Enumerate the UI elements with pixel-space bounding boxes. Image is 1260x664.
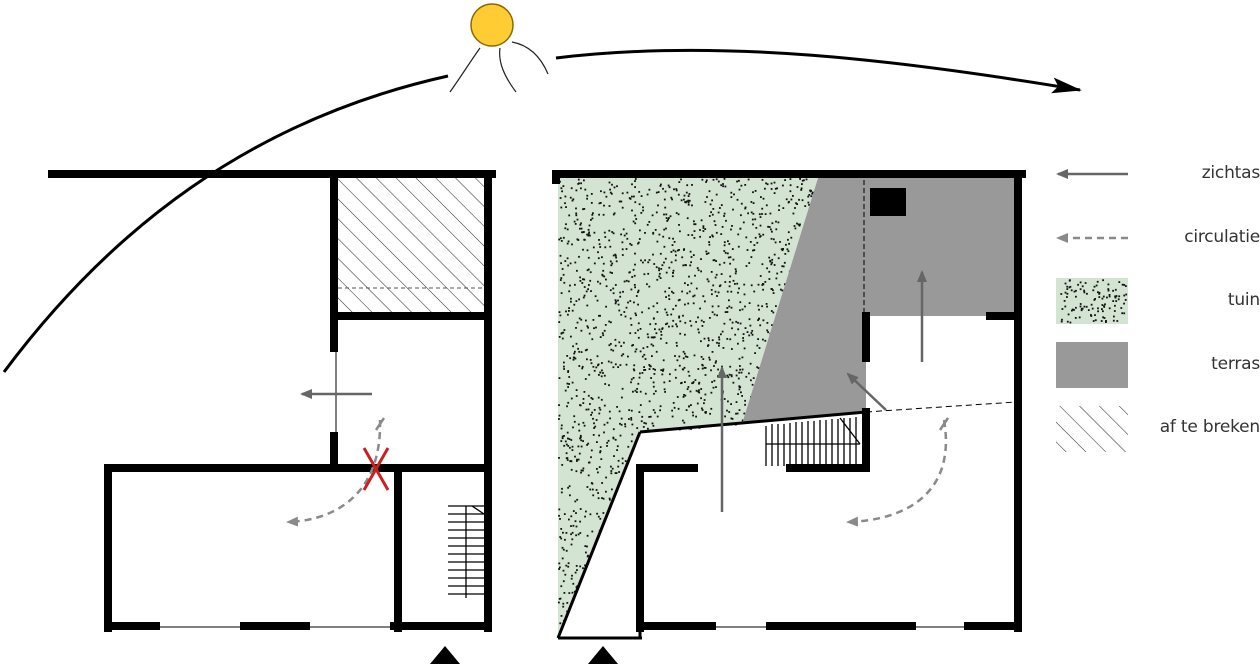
entrance-marker-icon (430, 646, 460, 664)
view-axis-arrow (846, 372, 887, 411)
garden-dots (558, 178, 814, 625)
sun-icon (449, 3, 549, 93)
dotted-swatch-icon (1056, 278, 1128, 324)
sun-path (2, 48, 1082, 373)
hatched-swatch-icon (1056, 406, 1128, 452)
existing-floor-plan (48, 170, 496, 664)
legend-label-tuin: tuin (1227, 290, 1260, 310)
legend (1056, 169, 1128, 452)
chimney-block (870, 188, 906, 216)
legend-label-terras: terras (1211, 354, 1260, 374)
entrance-marker-icon (588, 646, 618, 664)
demolish-area (338, 178, 488, 316)
demolish-x-icon (362, 447, 390, 491)
legend-label-af-te-breken: af te breken (1159, 417, 1260, 437)
grey-swatch-icon (1056, 342, 1128, 388)
terrace-area (742, 178, 1018, 424)
stairs (448, 505, 485, 598)
new-floor-plan (552, 170, 1026, 664)
circulation-arrow (286, 419, 382, 527)
legend-label-circulatie: circulatie (1184, 227, 1260, 247)
stairs (765, 417, 861, 466)
legend-label-zichtas: zichtas (1201, 163, 1260, 183)
garden-area (558, 178, 818, 638)
